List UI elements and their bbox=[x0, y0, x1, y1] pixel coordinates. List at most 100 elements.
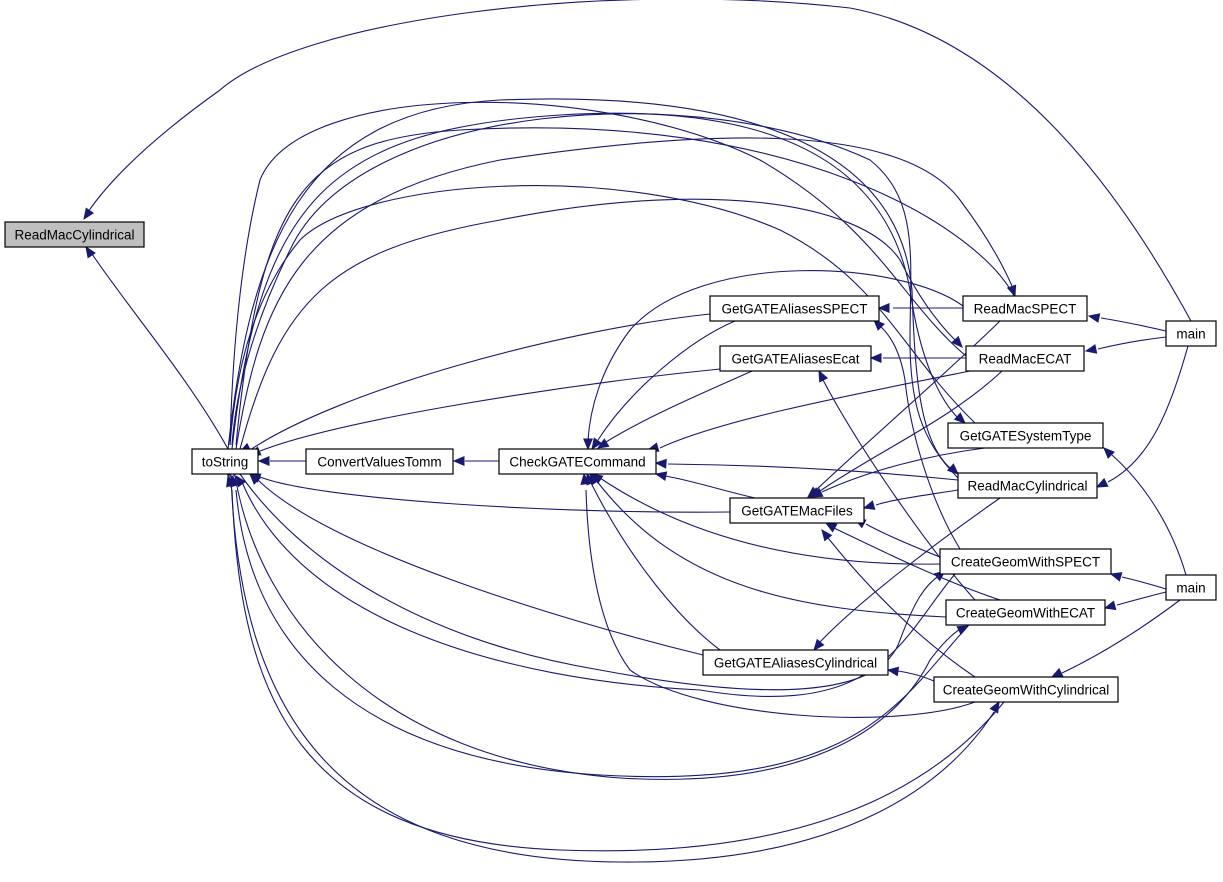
edge-ccyl-acyl bbox=[886, 666, 935, 682]
edge-arrowhead bbox=[257, 456, 270, 466]
edge-ccyl-macf bbox=[821, 528, 976, 678]
edge-arrowhead bbox=[83, 207, 95, 221]
edge-macf-check bbox=[654, 471, 756, 499]
edge-arrowhead bbox=[654, 471, 668, 482]
node-main1[interactable]: main bbox=[1165, 320, 1217, 347]
node-label: main bbox=[1176, 581, 1205, 596]
edge-line bbox=[595, 479, 947, 618]
edge-line bbox=[815, 320, 1001, 491]
edge-line bbox=[87, 0, 1192, 322]
node-box[interactable] bbox=[1165, 574, 1217, 601]
node-box[interactable] bbox=[498, 448, 657, 475]
edge-line bbox=[597, 320, 736, 441]
edge-tostr-cecat bbox=[234, 475, 970, 780]
node-box[interactable] bbox=[1165, 320, 1217, 347]
edge-main1-rcyl bbox=[1095, 345, 1189, 488]
node-box[interactable] bbox=[933, 676, 1119, 703]
node-root[interactable]: ReadMacCylindrical bbox=[4, 221, 145, 248]
edge-aspect-check bbox=[591, 320, 736, 451]
edge-arrowhead bbox=[862, 500, 876, 510]
node-label: ReadMacCylindrical bbox=[14, 228, 134, 243]
node-rcyl[interactable]: ReadMacCylindrical bbox=[957, 472, 1098, 499]
edge-line bbox=[590, 482, 721, 651]
node-acyl[interactable]: GetGATEAliasesCylindrical bbox=[702, 649, 889, 676]
edge-line bbox=[235, 127, 1015, 446]
node-box[interactable] bbox=[939, 548, 1112, 575]
node-macf[interactable]: GetGATEMacFiles bbox=[729, 497, 865, 524]
edge-arrowhead bbox=[1050, 667, 1064, 678]
edge-main2-systype bbox=[1103, 447, 1187, 576]
edge-line bbox=[1100, 317, 1167, 332]
edge-arrowhead bbox=[1084, 344, 1098, 354]
edge-line bbox=[235, 489, 969, 778]
node-box[interactable] bbox=[962, 295, 1088, 322]
edge-line bbox=[664, 475, 756, 499]
edge-arrowhead bbox=[818, 369, 829, 383]
edge-acyl-tostr bbox=[249, 473, 704, 656]
edge-line bbox=[231, 113, 959, 479]
edge-arrowhead bbox=[953, 412, 966, 424]
edge-tostr-ccyl bbox=[230, 475, 1000, 863]
edge-line bbox=[1061, 599, 1181, 674]
edge-line bbox=[833, 527, 1001, 601]
node-box[interactable] bbox=[305, 448, 454, 475]
edge-arrowhead bbox=[886, 666, 900, 677]
edge-line bbox=[91, 253, 229, 450]
edge-arrowhead bbox=[989, 700, 1000, 714]
edge-aspect-tostr bbox=[238, 313, 711, 453]
edge-cecat-macf bbox=[824, 522, 1001, 601]
node-ccyl[interactable]: CreateGeomWithCylindrical bbox=[933, 676, 1119, 703]
edge-arrowhead bbox=[591, 437, 603, 451]
node-box[interactable] bbox=[957, 472, 1098, 499]
node-label: CreateGeomWithECAT bbox=[956, 606, 1095, 621]
node-box[interactable] bbox=[4, 221, 145, 248]
node-tostr[interactable]: toString bbox=[191, 448, 259, 475]
edge-line bbox=[819, 370, 1003, 492]
edge-rspect-check bbox=[583, 270, 964, 451]
node-rspect[interactable]: ReadMacSPECT bbox=[962, 295, 1088, 322]
edge-line bbox=[659, 369, 976, 449]
node-label: ReadMacSPECT bbox=[974, 302, 1077, 317]
edge-arrowhead bbox=[85, 245, 96, 259]
edge-arrowhead bbox=[1087, 313, 1101, 323]
node-box[interactable] bbox=[702, 649, 889, 676]
edge-tostr-rspect bbox=[235, 137, 1017, 450]
edge-line bbox=[1121, 576, 1167, 590]
node-box[interactable] bbox=[947, 422, 1104, 449]
node-recat[interactable]: ReadMacECAT bbox=[965, 345, 1085, 372]
edge-line bbox=[1107, 345, 1189, 483]
edge-arrowhead bbox=[951, 335, 963, 348]
node-box[interactable] bbox=[965, 345, 1085, 372]
node-box[interactable] bbox=[945, 599, 1106, 626]
edge-line bbox=[230, 475, 995, 863]
node-check[interactable]: CheckGATECommand bbox=[498, 448, 657, 475]
node-box[interactable] bbox=[729, 497, 865, 524]
edge-line bbox=[231, 489, 1005, 852]
edge-line bbox=[875, 489, 959, 506]
edge-line bbox=[249, 313, 711, 451]
edge-arrowhead bbox=[877, 303, 890, 313]
edge-line bbox=[231, 112, 959, 450]
node-cecat[interactable]: CreateGeomWithECAT bbox=[945, 599, 1106, 626]
node-box[interactable] bbox=[191, 448, 259, 475]
edge-arrowhead bbox=[956, 625, 970, 636]
node-aecat[interactable]: GetGATEAliasesEcat bbox=[719, 345, 872, 372]
edge-line bbox=[259, 476, 731, 513]
edge-arrowhead bbox=[589, 472, 600, 486]
node-box[interactable] bbox=[709, 295, 880, 322]
edge-line bbox=[259, 368, 721, 452]
node-systype[interactable]: GetGATESystemType bbox=[947, 422, 1104, 449]
edge-macf-tostr bbox=[248, 473, 731, 513]
node-aspect[interactable]: GetGATEAliasesSPECT bbox=[709, 295, 880, 322]
edge-tostr-rcyl bbox=[227, 98, 959, 475]
edge-cspect-aspect bbox=[873, 319, 961, 550]
edge-line bbox=[819, 497, 1001, 643]
node-cspect[interactable]: CreateGeomWithSPECT bbox=[939, 548, 1112, 575]
node-label: GetGATESystemType bbox=[960, 429, 1092, 444]
edge-line bbox=[667, 463, 959, 481]
edge-line bbox=[822, 379, 976, 601]
edge-rcyl-macf bbox=[862, 489, 959, 510]
node-main2[interactable]: main bbox=[1165, 574, 1217, 601]
node-conv[interactable]: ConvertValuesTomm bbox=[305, 448, 454, 475]
node-box[interactable] bbox=[719, 345, 872, 372]
